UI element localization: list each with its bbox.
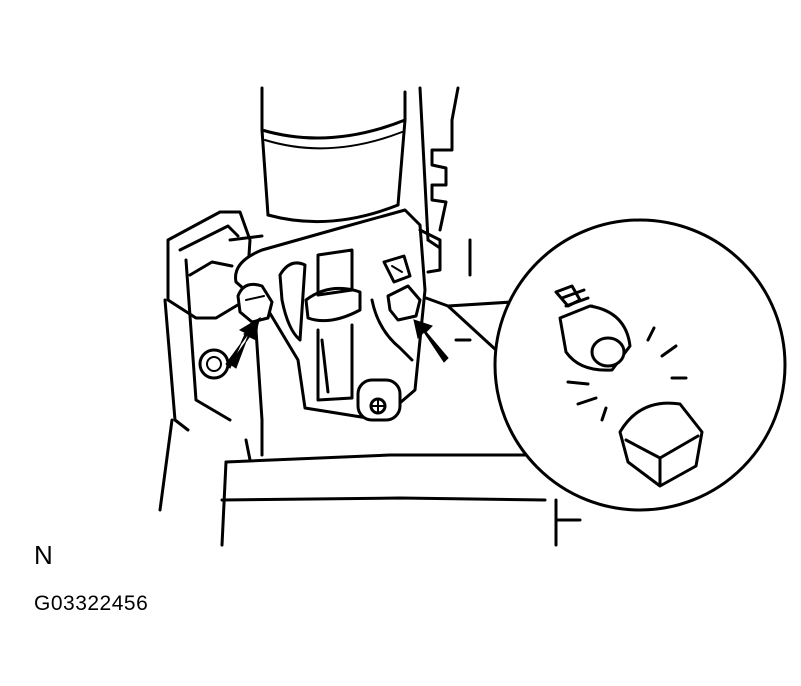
column-tube: [260, 86, 407, 224]
arrow-icon: [225, 316, 261, 369]
right-break-bolt: [382, 254, 422, 322]
arrow-icon: [413, 319, 449, 363]
orientation-mark: N: [34, 540, 54, 570]
detail-magnifier: [493, 218, 787, 512]
figure-code: G03322456: [34, 592, 149, 615]
lower-bolt: [356, 378, 402, 422]
mounting-plate: [234, 208, 442, 422]
toothed-rail: [418, 86, 460, 242]
lower-housing: [220, 238, 582, 547]
leader-line: [424, 296, 514, 352]
left-break-bolt: [236, 282, 274, 324]
